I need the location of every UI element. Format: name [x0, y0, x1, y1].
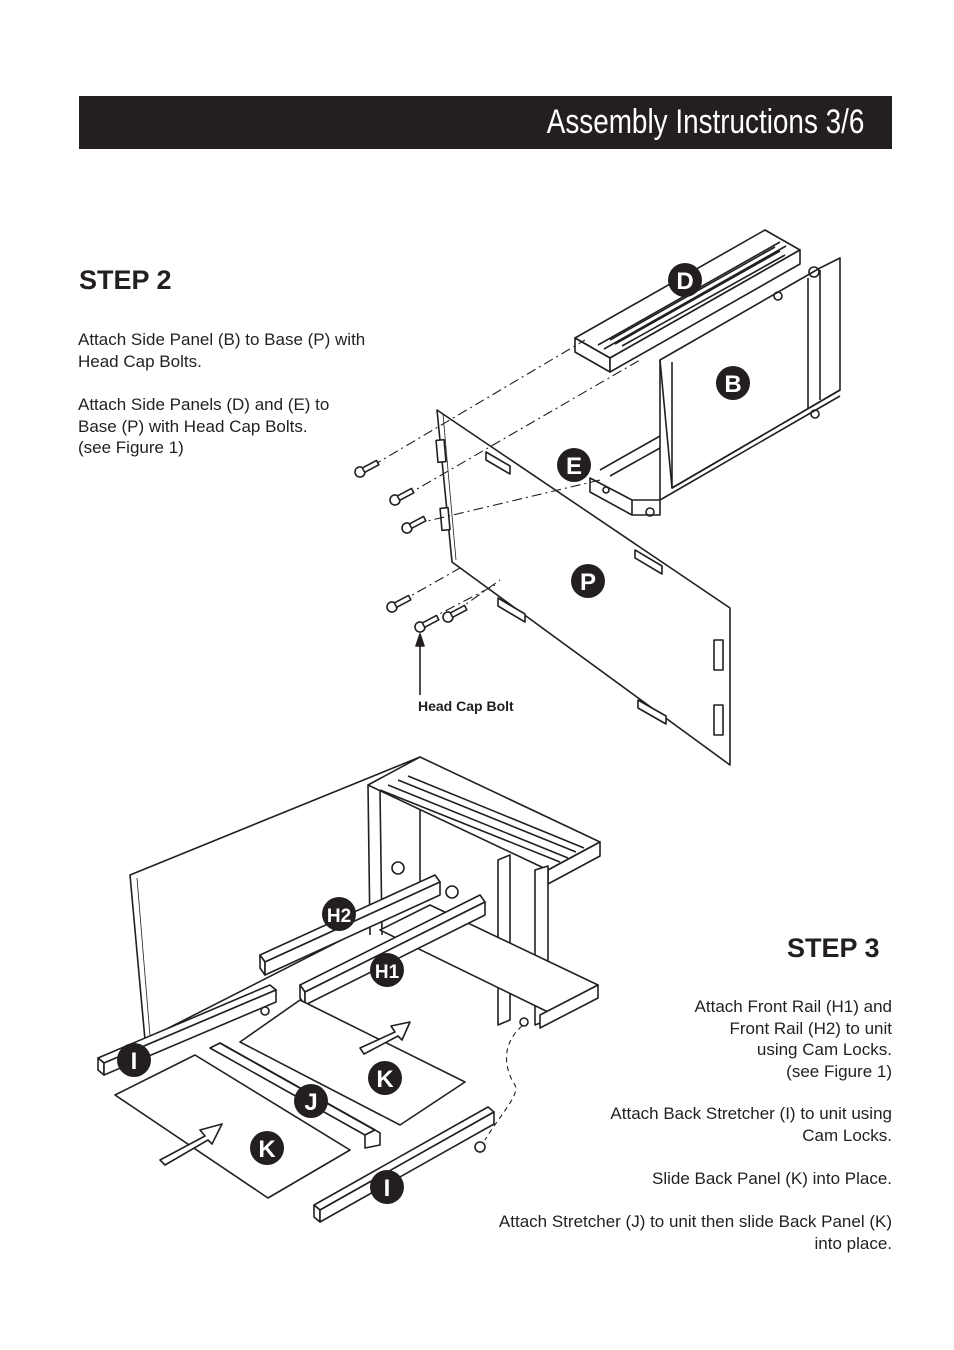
step3-para4-line1: Attach Stretcher (J) to unit then slide …: [498, 1212, 892, 1231]
svg-text:H1: H1: [375, 962, 400, 983]
step3-paragraph-3: Slide Back Panel (K) into Place.: [652, 1168, 892, 1190]
step3-paragraph-4: Attach Stretcher (J) to unit then slide …: [499, 1211, 892, 1254]
callout-i-left: I: [117, 1043, 151, 1077]
callout-h2: H2: [322, 897, 356, 931]
step2-para1-line1: Attach Side Panel (B) to Base (P) with: [78, 330, 366, 349]
step3-para4-line2: into place.: [814, 1233, 893, 1253]
svg-text:H2: H2: [327, 906, 351, 927]
svg-text:B: B: [724, 371, 741, 398]
step2-paragraph-1: Attach Side Panel (B) to Base (P) with H…: [78, 329, 365, 372]
callout-badges: D B E P H2 H1 I K J K I: [117, 263, 750, 1204]
header-bar: Assembly Instructions 3/6: [79, 96, 892, 149]
step3-para1-line1: Attach Front Rail (H1) and: [694, 997, 892, 1016]
step2-para1-line2: Head Cap Bolts.: [78, 351, 202, 371]
front-rail-h1: [299, 894, 486, 1006]
step3-para3-line1: Slide Back Panel (K) into Place.: [651, 1169, 892, 1188]
step2-para2-line2: Base (P) with Head Cap Bolts.: [78, 416, 308, 436]
callout-j: J: [294, 1084, 328, 1118]
svg-text:E: E: [566, 453, 582, 480]
svg-text:I: I: [384, 1175, 391, 1202]
step3-title: STEP 3: [787, 933, 880, 963]
step3-para1-line2: Front Rail (H2) to unit: [729, 1018, 893, 1038]
step3-para1-line4: (see Figure 1): [786, 1061, 892, 1081]
callout-e: E: [557, 448, 591, 482]
step2-title: STEP 2: [79, 265, 172, 295]
alignment-guides: [371, 339, 641, 621]
step3-para2-line1: Attach Back Stretcher (I) to unit using: [610, 1104, 892, 1123]
step3-para2-line2: Cam Locks.: [802, 1125, 892, 1145]
callout-h1: H1: [370, 953, 404, 987]
step2-para2-line3: (see Figure 1): [78, 438, 184, 457]
callout-i-right: I: [370, 1170, 404, 1204]
back-stretcher-i-right: [313, 1106, 495, 1223]
head-cap-bolt-label: Head Cap Bolt: [418, 698, 514, 714]
svg-text:J: J: [304, 1089, 317, 1116]
bolt-pointer-arrow: [415, 633, 425, 647]
svg-text:K: K: [258, 1136, 276, 1163]
back-panel-k-lower: [114, 1054, 351, 1199]
side-panel-b-assembly: [574, 229, 841, 517]
callout-b: B: [716, 366, 750, 400]
step2-para2-line1: Attach Side Panels (D) and (E) to: [78, 395, 330, 414]
svg-text:D: D: [676, 268, 693, 295]
step3-para1-line3: using Cam Locks.: [756, 1040, 892, 1059]
svg-text:I: I: [131, 1048, 138, 1075]
head-cap-bolts: [354, 459, 468, 633]
page-title: Assembly Instructions 3/6: [546, 103, 864, 141]
svg-text:P: P: [580, 569, 596, 596]
svg-text:K: K: [376, 1066, 394, 1093]
step3-paragraph-1: Attach Front Rail (H1) and Front Rail (H…: [695, 996, 892, 1082]
slide-arrows: [159, 1021, 411, 1166]
callout-k-lower: K: [250, 1131, 284, 1165]
back-panel-k-upper: [239, 999, 466, 1126]
step2-paragraph-2: Attach Side Panels (D) and (E) to Base (…: [78, 394, 329, 459]
cam-lock-guide: [484, 1025, 523, 1141]
callout-d: D: [668, 263, 702, 297]
callout-k-upper: K: [368, 1061, 402, 1095]
step3-paragraph-2: Attach Back Stretcher (I) to unit using …: [610, 1103, 892, 1146]
callout-p: P: [571, 564, 605, 598]
